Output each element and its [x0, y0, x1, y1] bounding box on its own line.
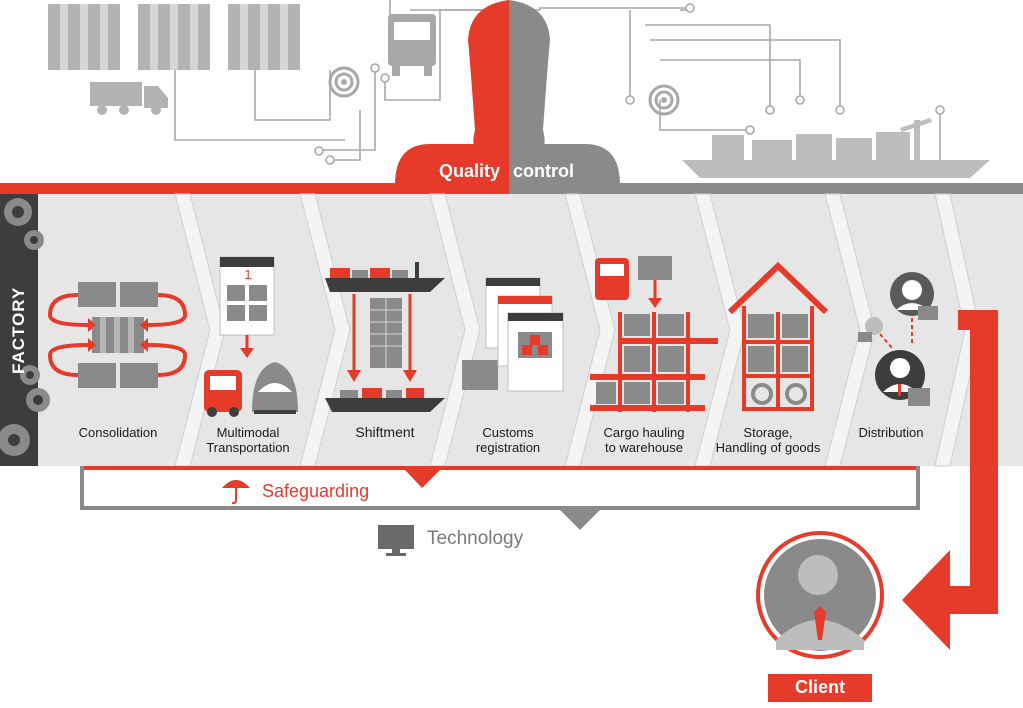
quality-control-label-part1: Quality	[439, 161, 501, 181]
distribution-illustration	[858, 272, 938, 406]
client-avatar	[756, 531, 884, 702]
quality-control-stamp	[395, 0, 620, 185]
target-icon-right	[648, 84, 680, 116]
cargo-hauling-illustration	[590, 256, 718, 412]
step-label-storage: Storage,Handling of goods	[715, 425, 821, 455]
shiftment-illustration	[325, 262, 445, 412]
calendar-number: 1	[244, 267, 252, 282]
factory-gears	[0, 198, 50, 456]
multimodal-illustration	[204, 256, 298, 417]
top-band-red	[0, 183, 509, 194]
client-arrow	[902, 310, 998, 650]
circuit-lines-left	[174, 0, 941, 165]
step-label-consolidation: Consolidation	[78, 425, 158, 440]
storage-illustration	[727, 261, 829, 411]
top-warehouse-blocks	[48, 4, 300, 70]
factory-label: FACTORY	[9, 286, 28, 374]
top-van-icon	[388, 14, 436, 76]
top-band-gray	[509, 183, 1023, 194]
customs-illustration	[462, 277, 564, 392]
step-label-distribution: Distribution	[858, 425, 924, 440]
safeguarding-label: Safeguarding	[262, 481, 370, 501]
monitor-icon	[378, 525, 414, 556]
quality-control-label-part2: control	[513, 161, 574, 181]
target-icon-left	[328, 66, 360, 98]
circuit-nodes	[314, 3, 945, 165]
consolidation-illustration	[47, 282, 188, 388]
client-label: Client	[794, 677, 845, 697]
cargo-ship-icon	[682, 118, 990, 178]
step-label-shiftment: Shiftment	[355, 424, 415, 440]
top-truck-icon	[90, 82, 168, 115]
technology-label: Technology	[427, 528, 524, 549]
safeguarding-bracket	[80, 466, 920, 530]
